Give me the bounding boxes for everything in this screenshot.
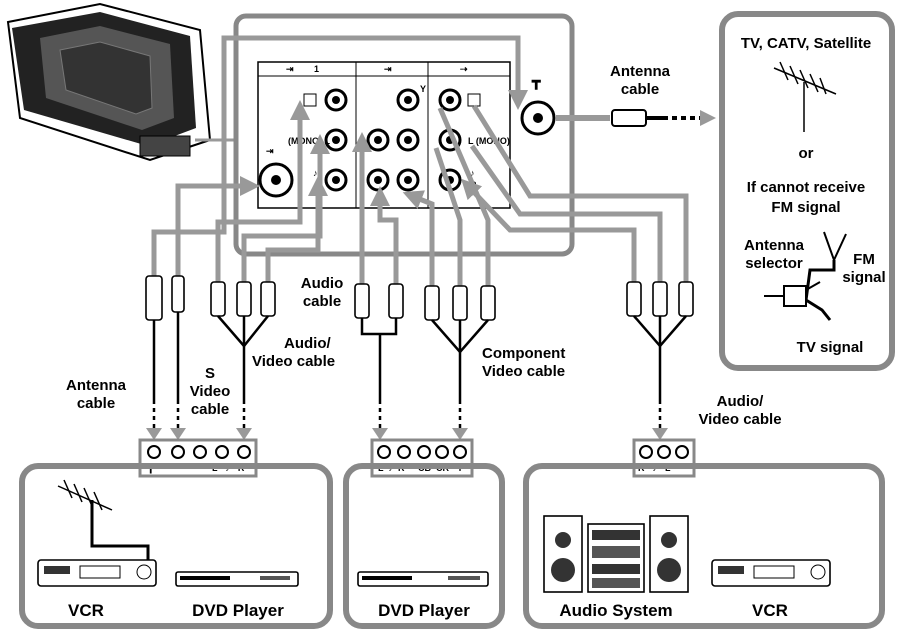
jack-strip-left: ┳ L - ♪ - R bbox=[138, 438, 258, 478]
fm-signal-label-2: signal bbox=[842, 269, 885, 286]
component-cable-label-2: Video cable bbox=[482, 363, 565, 380]
svg-text:⇥: ⇥ bbox=[266, 146, 274, 156]
jack-strip-mid: L–♪–R CB CR Y bbox=[370, 438, 474, 478]
fm-note-label-1: If cannot receive bbox=[747, 179, 865, 196]
mono-right-label: L (MONO) bbox=[468, 136, 510, 146]
device-box-left: VCR DVD Player bbox=[19, 463, 333, 629]
audio-cable-label-1: Audio bbox=[301, 275, 344, 292]
input1-header: ⇥ bbox=[286, 64, 294, 74]
antenna-cable-top-label-1: Antenna bbox=[610, 63, 671, 80]
tv-signal-label: TV signal bbox=[797, 339, 864, 356]
input1-jacks: (MONO) L ♪ R ⇥ bbox=[258, 88, 348, 198]
svg-text:♪: ♪ bbox=[313, 168, 318, 178]
antenna-selector-icon bbox=[764, 231, 847, 321]
s-video-cable-label-3: cable bbox=[191, 401, 229, 418]
s-video-cable-label-2: Video bbox=[190, 383, 231, 400]
av-cable-left-label-1: Audio/ bbox=[284, 335, 331, 352]
device-cables bbox=[152, 312, 687, 400]
audio-system-label: Audio System bbox=[559, 601, 672, 620]
input1-label: 1 bbox=[314, 64, 319, 74]
vcr-left-label: VCR bbox=[68, 601, 104, 620]
dvd-mid-label: DVD Player bbox=[378, 601, 470, 620]
device-box-right: Audio System VCR bbox=[523, 463, 885, 629]
dashed-arrows bbox=[152, 400, 662, 428]
component-y-label: Y bbox=[420, 84, 426, 94]
signal-source-box: TV, CATV, Satellite or If cannot receive… bbox=[719, 11, 895, 371]
vcr-antenna-icon bbox=[57, 479, 150, 560]
antenna-cable-left-label-1: Antenna bbox=[66, 377, 127, 394]
vcr-right-icon bbox=[711, 559, 831, 587]
av-cable-right-label-1: Audio/ bbox=[717, 393, 764, 410]
antenna-selector-label-2: selector bbox=[745, 255, 803, 272]
device-box-mid: DVD Player bbox=[343, 463, 505, 629]
fm-note-label-2: FM signal bbox=[771, 199, 840, 216]
antenna-cable-top-label-2: cable bbox=[621, 81, 659, 98]
audio-cable-label-2: cable bbox=[303, 293, 341, 310]
fm-signal-label-1: FM bbox=[853, 251, 875, 268]
tv-back-panel: ⇥ 1 ⇥ ⇢ (MONO) L ♪ R ⇥ bbox=[233, 13, 575, 257]
antenna-cable-right bbox=[556, 109, 716, 127]
arrow-heads bbox=[146, 428, 668, 440]
mono-left-label: (MONO) L bbox=[288, 136, 330, 146]
tv-sources-label: TV, CATV, Satellite bbox=[741, 35, 871, 52]
av-cable-left-label-2: Video cable bbox=[252, 353, 335, 370]
component-jacks: Y bbox=[366, 84, 426, 192]
vcr-right-label: VCR bbox=[752, 601, 788, 620]
s-video-cable-label-1: S bbox=[205, 365, 215, 382]
jack-strip-right: R - ♪ - L bbox=[632, 438, 696, 478]
svg-text:♪: ♪ bbox=[470, 168, 475, 178]
roof-antenna-icon bbox=[773, 61, 837, 132]
dvd-left-label: DVD Player bbox=[192, 601, 284, 620]
component-header: ⇥ bbox=[384, 64, 392, 74]
antenna-jack: ┳ bbox=[520, 73, 556, 136]
tv-set-illustration bbox=[6, 2, 240, 162]
plugs bbox=[145, 275, 694, 321]
svg-text:┳: ┳ bbox=[531, 73, 541, 90]
output-header: ⇢ bbox=[460, 64, 468, 74]
antenna-cable-left-label-2: cable bbox=[77, 395, 115, 412]
or-label: or bbox=[799, 145, 814, 162]
component-cable-label-1: Component bbox=[482, 345, 565, 362]
routing-cables bbox=[151, 35, 689, 286]
audio-system-icon bbox=[543, 515, 689, 593]
antenna-selector-label-1: Antenna bbox=[744, 237, 805, 254]
av-cable-right-label-2: Video cable bbox=[698, 411, 781, 428]
